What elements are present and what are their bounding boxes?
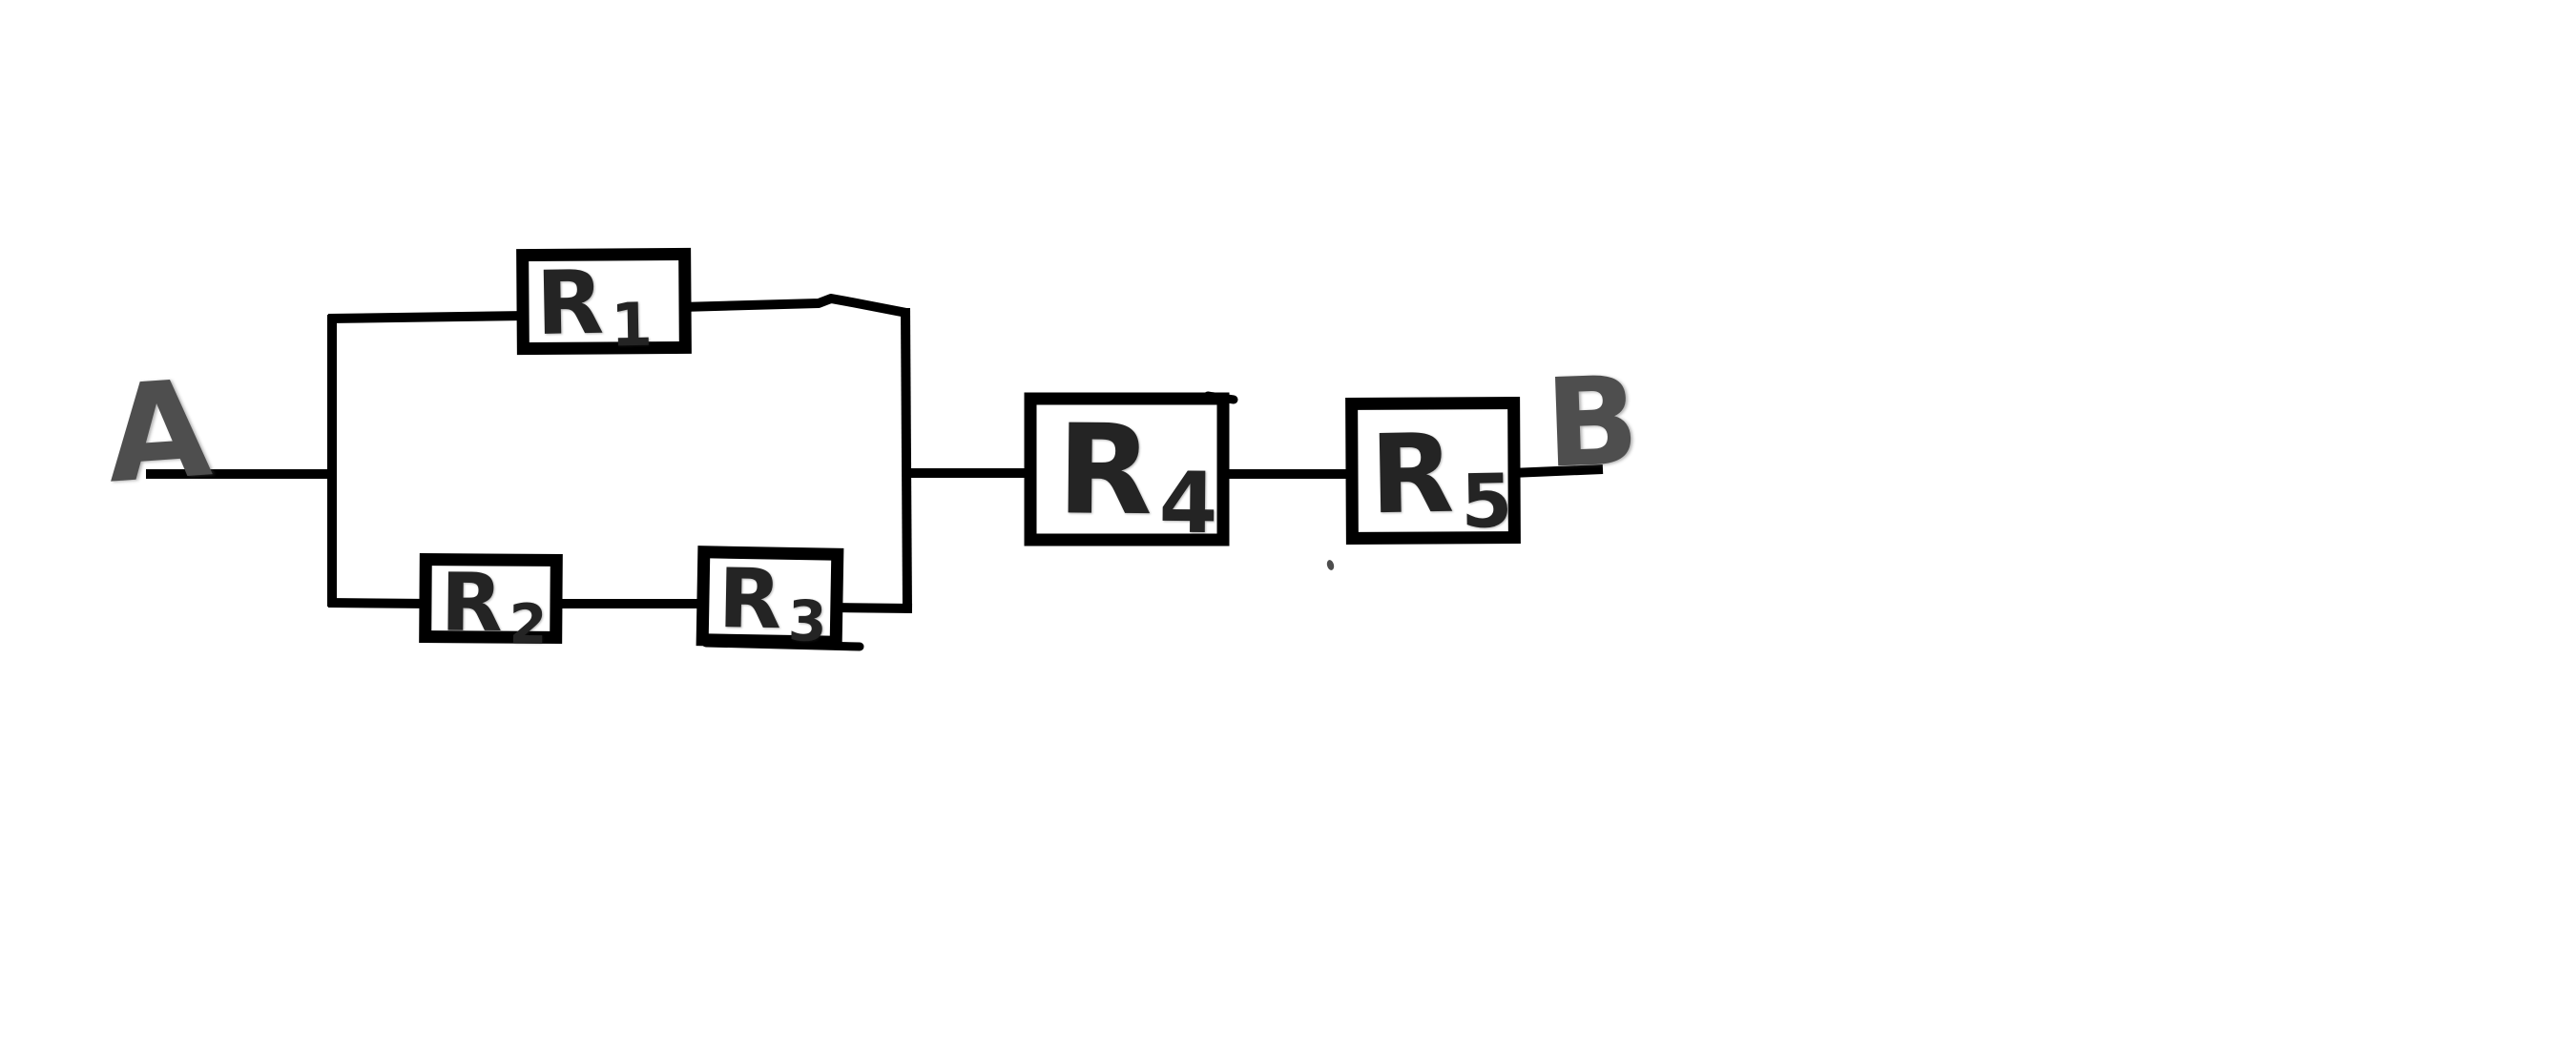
wire-r5-to-b: [1510, 464, 1604, 478]
r3-box-overshoot-stroke: [701, 638, 864, 651]
resistor-r2-letter: R: [440, 555, 504, 650]
resistor-r4-label: R4: [1056, 397, 1218, 552]
resistor-r4-box: [1024, 392, 1230, 546]
resistor-r3-subscript: 3: [787, 588, 828, 654]
resistor-r5-box: [1345, 397, 1521, 545]
resistor-r5-label: R5: [1369, 410, 1513, 546]
wire-left-junction-to-r2: [327, 598, 432, 608]
resistor-r4-letter: R: [1056, 397, 1153, 544]
resistor-r4-subscript: 4: [1158, 453, 1218, 553]
terminal-a-label: A: [101, 351, 216, 514]
resistor-r1-box: [516, 247, 692, 356]
wire-right-junction-vertical: [901, 307, 912, 612]
resistor-r1-label: R1: [535, 252, 653, 361]
resistor-r3-letter: R: [717, 551, 783, 649]
resistor-r1-subscript: 1: [610, 289, 654, 361]
resistor-r5-letter: R: [1368, 409, 1455, 539]
wire-r1-to-right-junction: [680, 294, 907, 318]
resistor-r3-label: R3: [717, 551, 827, 654]
wire-left-junction-to-r1: [327, 311, 528, 323]
resistor-r1-letter: R: [535, 251, 605, 356]
resistor-r5-subscript: 5: [1460, 458, 1514, 546]
resistor-r2-box: [419, 552, 563, 645]
terminal-b-label: B: [1543, 350, 1642, 496]
r4-box-overshoot-stroke: [1203, 391, 1238, 404]
resistor-r2-subscript: 2: [509, 592, 548, 657]
